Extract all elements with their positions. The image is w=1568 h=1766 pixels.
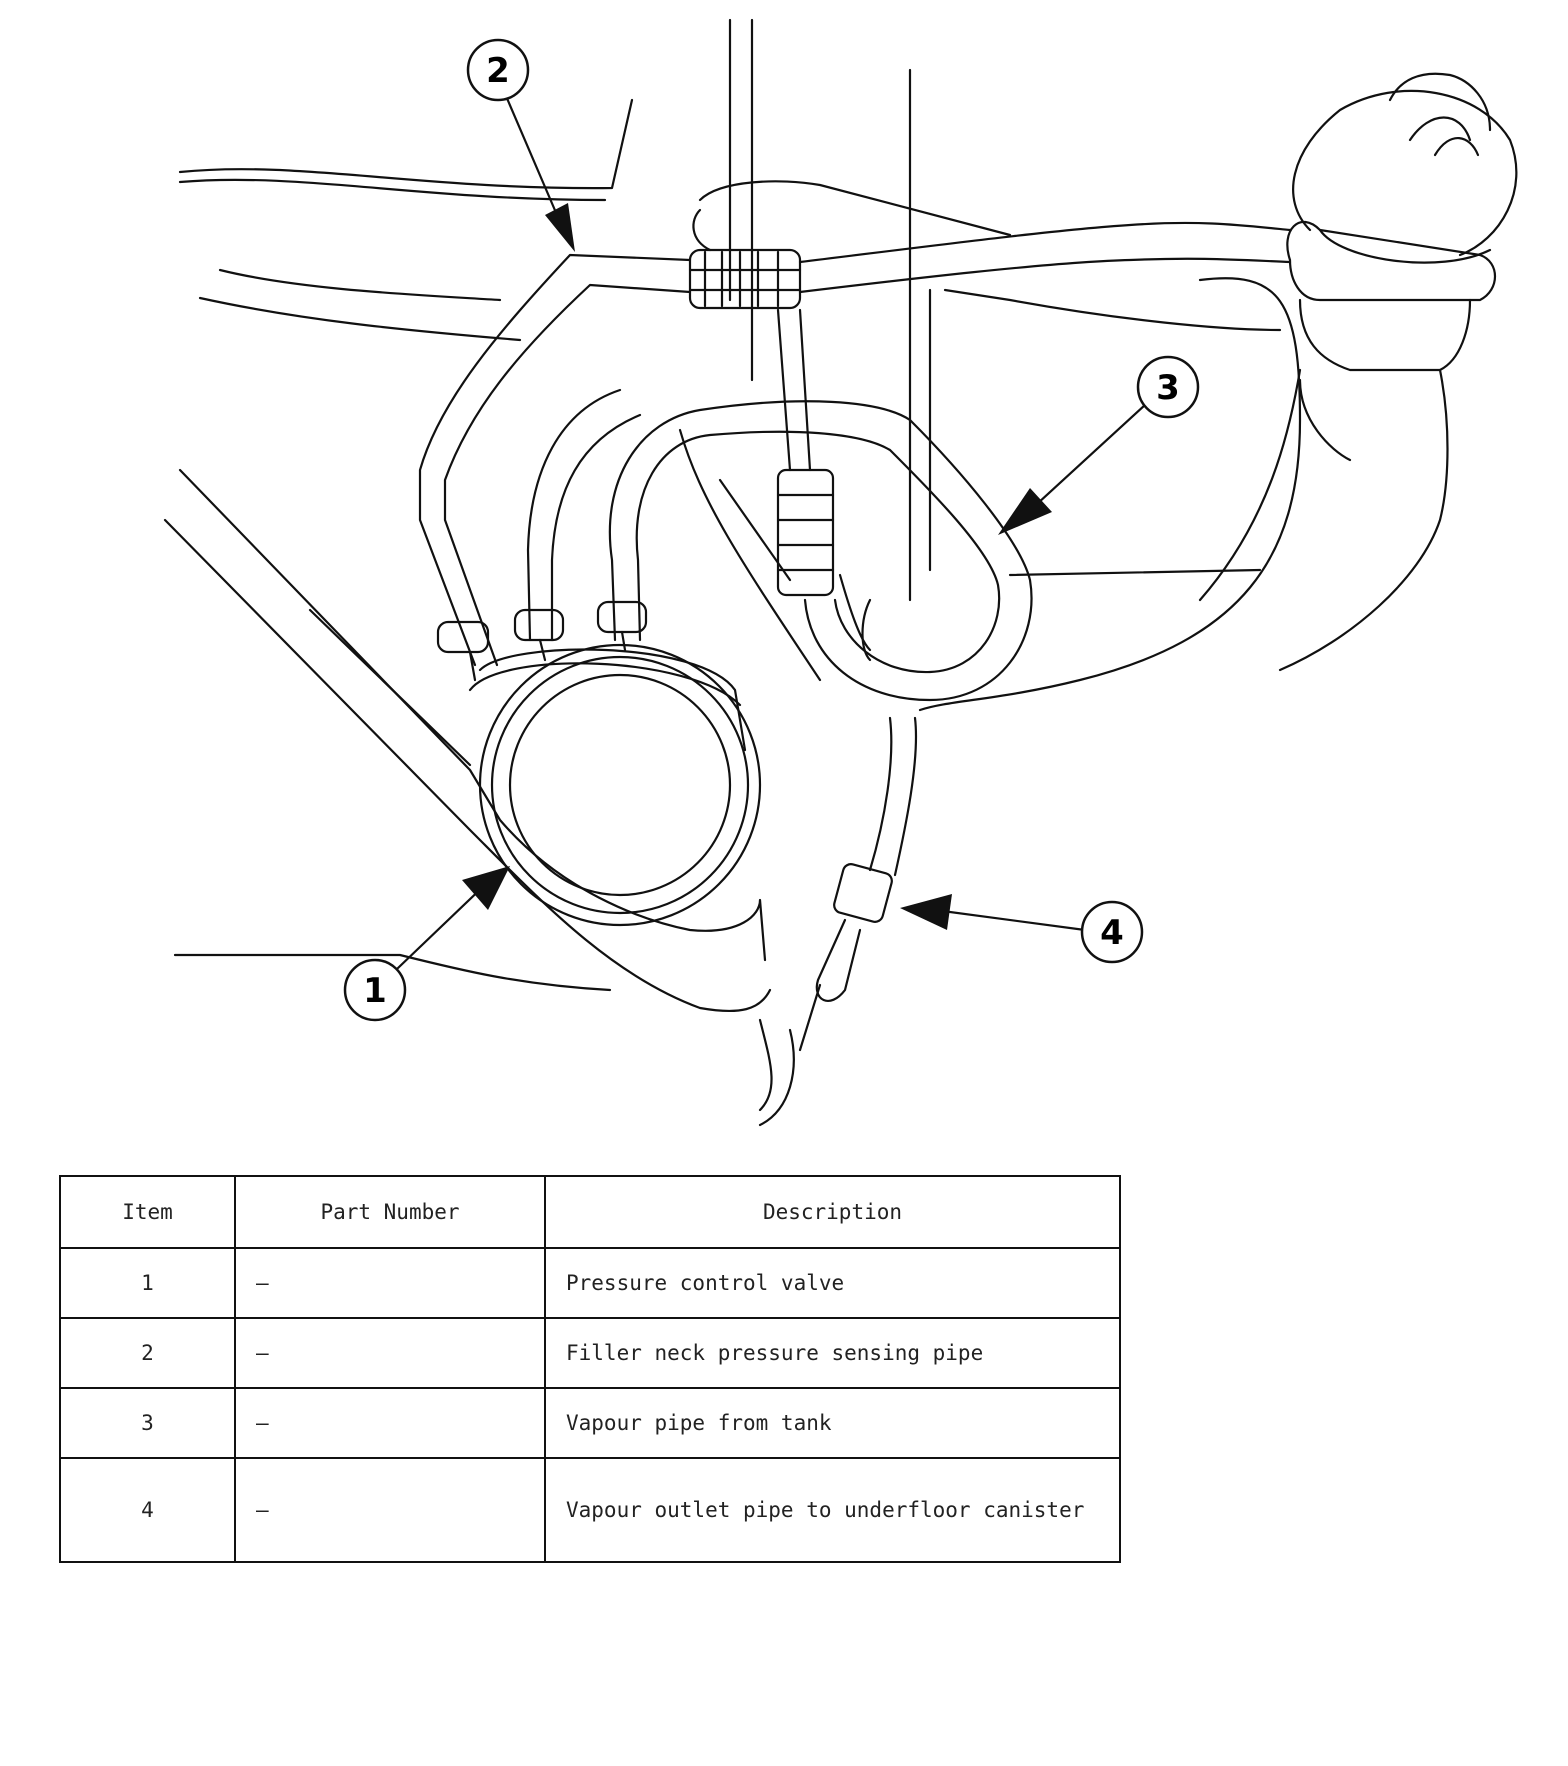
callout-2: 2 (466, 38, 530, 102)
valve-pipes (526, 388, 642, 642)
table-row: 1 — Pressure control valve (59, 1247, 1121, 1319)
item-cell: 3 (59, 1387, 236, 1459)
vertical-pipe (776, 308, 835, 597)
description-cell: Vapour outlet pipe to underfloor caniste… (544, 1457, 1121, 1563)
callout-4: 4 (1080, 900, 1144, 964)
pressure-sensing-pipe (418, 221, 1292, 667)
pipe-connector-upper (688, 248, 802, 310)
part-number-cell: — (234, 1457, 546, 1563)
svg-text:3: 3 (1156, 368, 1180, 408)
item-cell: 4 (59, 1457, 236, 1563)
svg-text:2: 2 (486, 51, 510, 91)
leader-lines (396, 94, 1147, 970)
table-row: 2 — Filler neck pressure sensing pipe (59, 1317, 1121, 1389)
vapour-pipe-from-tank (608, 400, 1033, 702)
vapour-system-illustration: 2 3 4 1 (163, 18, 1518, 1127)
table-header-row: Item Part Number Description (59, 1175, 1121, 1249)
pressure-control-valve (436, 600, 762, 927)
callout-arrowheads (462, 203, 1052, 930)
part-number-cell: — (234, 1387, 546, 1459)
callout-1: 1 (343, 958, 407, 1022)
header-description: Description (544, 1175, 1121, 1249)
header-item: Item (59, 1175, 236, 1249)
description-cell: Filler neck pressure sensing pipe (544, 1317, 1121, 1389)
filler-neck (1198, 72, 1518, 672)
parts-table: Item Part Number Description 1 — Pressur… (59, 1175, 1121, 1563)
vapour-outlet-pipe (798, 716, 918, 1052)
table-row: 3 — Vapour pipe from tank (59, 1387, 1121, 1459)
body-panel-lines (163, 18, 1302, 1127)
description-cell: Vapour pipe from tank (544, 1387, 1121, 1459)
callout-3: 3 (1136, 355, 1200, 419)
item-cell: 1 (59, 1247, 236, 1319)
part-number-cell: — (234, 1247, 546, 1319)
description-cell: Pressure control valve (544, 1247, 1121, 1319)
svg-text:4: 4 (1100, 913, 1124, 953)
item-cell: 2 (59, 1317, 236, 1389)
table-row: 4 — Vapour outlet pipe to underfloor can… (59, 1457, 1121, 1563)
header-part-number: Part Number (234, 1175, 546, 1249)
svg-text:1: 1 (363, 971, 387, 1011)
part-number-cell: — (234, 1317, 546, 1389)
